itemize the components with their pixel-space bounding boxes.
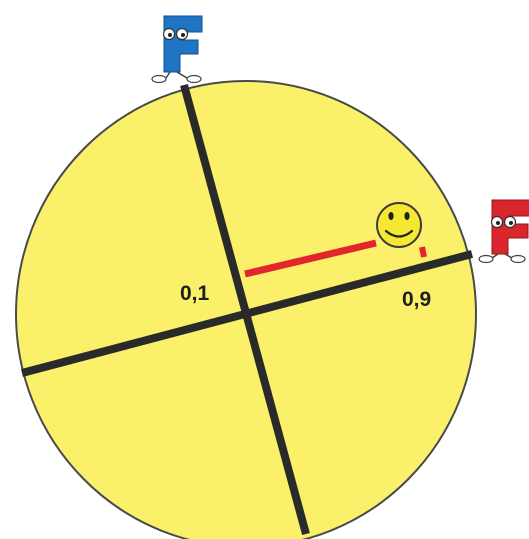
label-right-value: 0,9 (402, 288, 431, 311)
character-blue-F (152, 16, 202, 83)
label-left-value: 0,1 (180, 282, 210, 305)
smiley-face-icon (377, 203, 421, 247)
red-tick (422, 247, 424, 257)
character-red-F (479, 200, 529, 263)
